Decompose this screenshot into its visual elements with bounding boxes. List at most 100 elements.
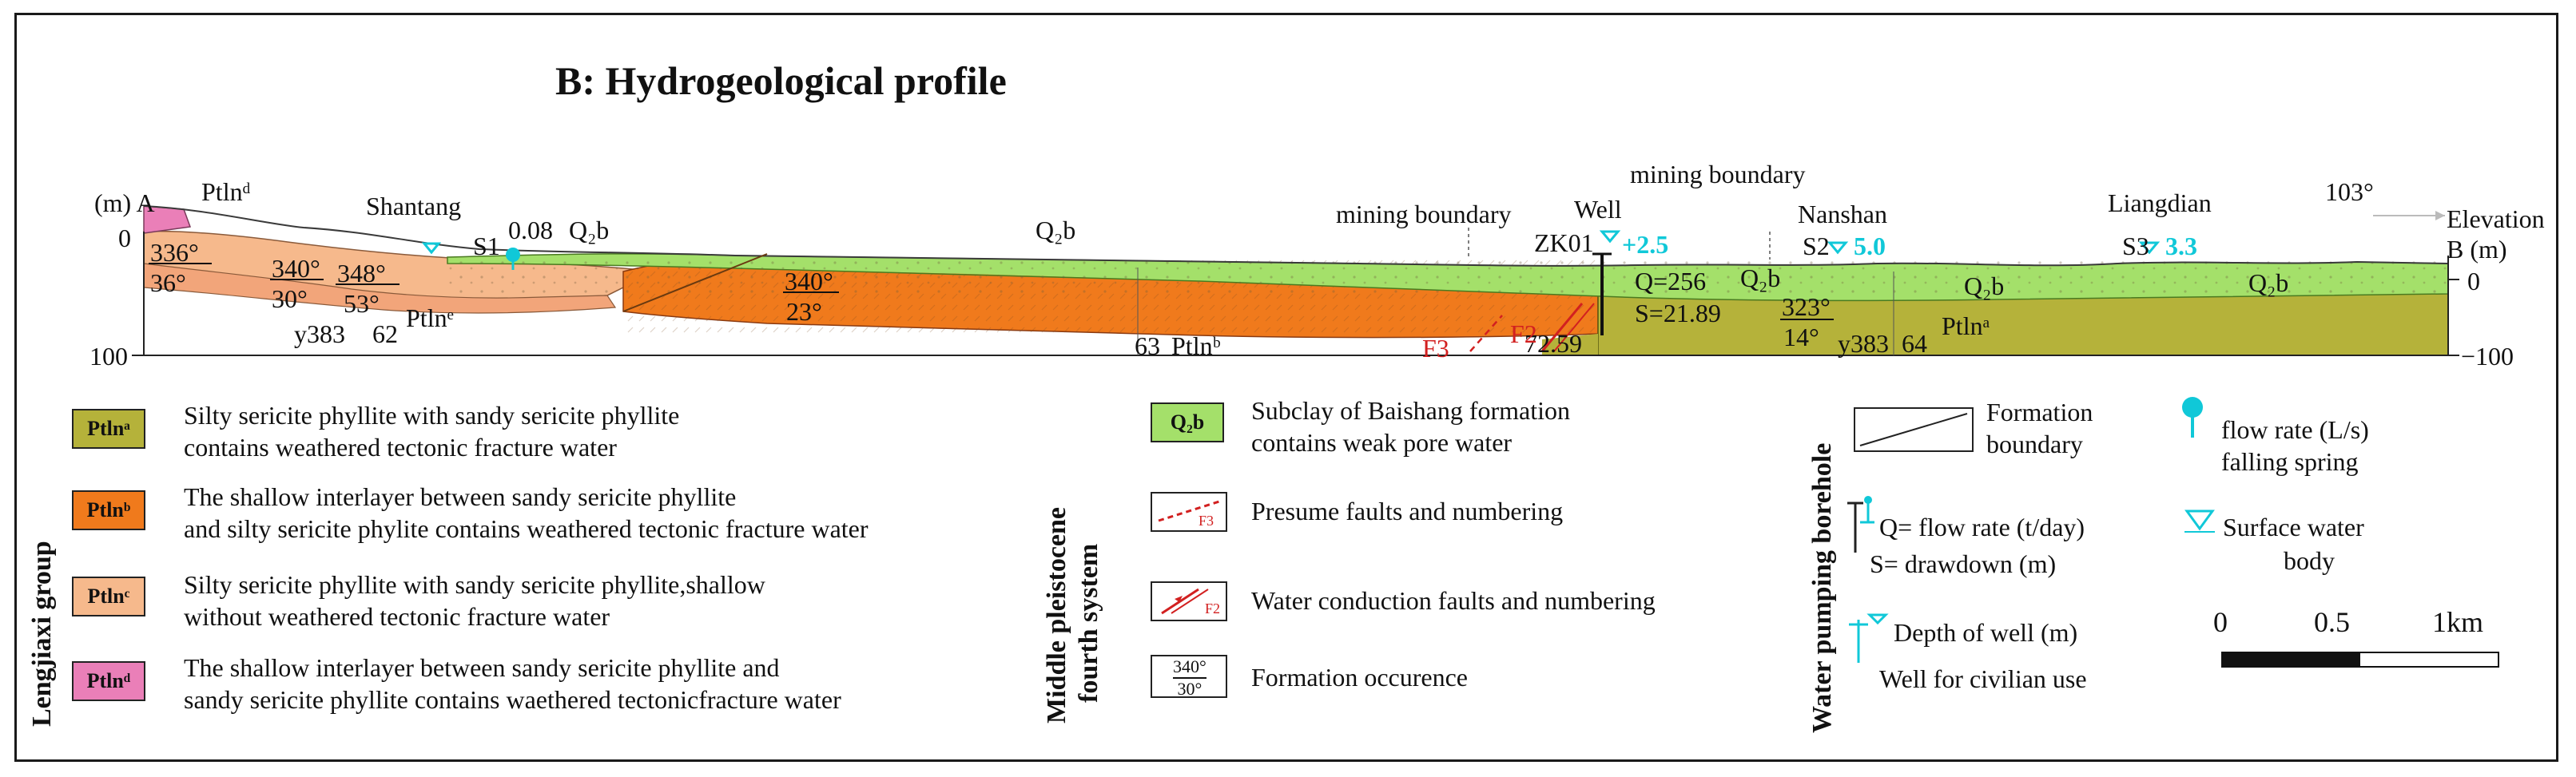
fault-f3-line	[1469, 315, 1503, 352]
unit-label-q2b-5: Q₂b	[2248, 268, 2289, 297]
well-label: Well	[1574, 195, 1622, 224]
legend-group-label: Lengjiaxi group	[27, 541, 57, 727]
water-value-s2: 5.0	[1854, 232, 1886, 260]
unit-label-ptlne: Ptlnᵉ	[406, 303, 454, 332]
legend-depth-well-symbol	[1849, 613, 1889, 663]
legend-ptlnb-text1: The shallow interlayer between sandy ser…	[184, 482, 737, 511]
azimuth-end: 103°	[2325, 177, 2374, 206]
legend-occurrence-text: Formation occurence	[1251, 663, 1468, 692]
dip-2-angle: 30°	[272, 284, 308, 313]
legend-borehole-label: Water pumping borehole	[1807, 442, 1837, 733]
legend-flow-rate-icon	[2182, 397, 2203, 438]
unit-label-q2b-2: Q₂b	[1036, 216, 1076, 244]
scale-bar-filled	[2223, 653, 2360, 666]
unit-label-ptlnd-top: Ptlnᵈ	[201, 177, 251, 206]
water-marker-shantang	[421, 242, 442, 255]
legend-formation-boundary-2: boundary	[1986, 430, 2083, 458]
legend-q2b-text2: contains weak pore water	[1251, 428, 1513, 457]
legend-ptlnd-text2: sandy sericite phyllite contains waether…	[184, 685, 841, 714]
dip-5-direction: 323°	[1782, 292, 1831, 321]
dip-2-direction: 340°	[272, 254, 320, 283]
fault-f2-label: F2	[1510, 319, 1537, 348]
legend-swatch-ptlna: Ptlnᵃ	[72, 409, 145, 449]
legend-flow-rate-1: flow rate (L/s)	[2221, 415, 2369, 444]
dip-3-direction: 348°	[337, 259, 386, 287]
sample-63: 63	[1135, 331, 1160, 360]
spring-s1-marker	[506, 248, 520, 262]
tick-left-100: 100	[89, 342, 128, 371]
unit-label-ptlna: Ptlnᵃ	[1942, 311, 1990, 340]
legend-ptlna-text2: contains weathered tectonic fracture wat…	[184, 433, 617, 462]
water-value-well: +2.5	[1622, 230, 1669, 259]
legend-ptlnc-text1: Silty sericite phyllite with sandy seric…	[184, 570, 765, 599]
spring-s1-value: 0.08	[508, 216, 553, 244]
legend-surface-water-1: Surface water	[2223, 513, 2364, 541]
elevation-label-right: Elevation	[2447, 204, 2545, 233]
legend-swatch-q2b: Q₂b	[1151, 402, 1224, 442]
legend-ptlna-text1: Silty sericite phyllite with sandy seric…	[184, 401, 680, 430]
figure-frame	[14, 13, 2558, 762]
legend-occ-num: 340°	[1173, 656, 1207, 679]
scale-label-1km: 1km	[2432, 606, 2484, 638]
legend-flow-q: Q= flow rate (t/day)	[1879, 513, 2085, 541]
water-marker-well	[1599, 230, 1621, 244]
fault-f2-line	[1540, 303, 1584, 352]
legend-presume-fault-symbol	[1151, 492, 1227, 532]
unit-label-q2b-4: Q₂b	[1964, 272, 2005, 300]
dip-5-angle: 14°	[1783, 323, 1819, 351]
spring-s2-label: S2	[1803, 232, 1830, 260]
scale-label-0: 0	[2213, 606, 2228, 638]
tick-right-0: 0	[2467, 267, 2480, 295]
fault-f3-label: F3	[1422, 334, 1449, 363]
tick-right-100: −100	[2461, 342, 2514, 371]
legend-ptlnd-text1: The shallow interlayer between sandy ser…	[184, 653, 780, 682]
water-marker-s3	[2138, 241, 2161, 255]
scale-label-05: 0.5	[2314, 606, 2350, 638]
figure-title: B: Hydrogeological profile	[555, 58, 1007, 103]
topography-line	[143, 205, 2449, 267]
legend-surface-water-icon	[2184, 509, 2215, 533]
unit-label-ptlnb: Ptlnᵇ	[1171, 331, 1221, 360]
mining-boundary-2-label: mining boundary	[1630, 160, 1806, 188]
legend-occurrence-symbol: 340° 30°	[1151, 655, 1227, 699]
legend-surface-water-2: body	[2284, 546, 2335, 575]
legend-conduction-fault-symbol	[1151, 581, 1227, 621]
legend-occ-den: 30°	[1177, 679, 1203, 699]
water-marker-s2	[1827, 241, 1849, 255]
legend-swatch-ptlnd: Ptlnᵈ	[72, 661, 145, 701]
legend-conduction-faults-text: Water conduction faults and numbering	[1251, 586, 1656, 615]
legend-formation-boundary-1: Formation	[1986, 398, 2093, 426]
well-flow-q: Q=256	[1635, 267, 1707, 295]
place-nanshan: Nanshan	[1798, 200, 1887, 228]
sample-62: 62	[372, 319, 398, 348]
spring-s1-label: S1	[473, 232, 500, 260]
legend-civilian-well: Well for civilian use	[1879, 664, 2087, 693]
legend-ptlnb-text2: and silty sericite phylite contains weat…	[184, 514, 869, 543]
legend-ptlnc-text2: without weathered tectonic fracture wate…	[184, 602, 610, 631]
legend-flow-rate-2: falling spring	[2221, 447, 2359, 476]
place-shantang: Shantang	[366, 192, 462, 220]
unit-label-q2b-3: Q₂b	[1740, 264, 1781, 292]
place-liangdian: Liangdian	[2108, 188, 2212, 217]
scale-bar	[2221, 652, 2499, 668]
well-drawdown-s: S=21.89	[1635, 299, 1721, 327]
legend-flow-s: S= drawdown (m)	[1870, 549, 2057, 578]
elevation-label-left: (m) A	[94, 188, 155, 217]
dip-1-angle: 36°	[150, 268, 186, 297]
legend-swatch-ptlnb: Ptlnᵇ	[72, 490, 145, 530]
well-depth: 72.59	[1525, 329, 1582, 358]
sample-y383-2: y383	[1838, 329, 1889, 358]
legend-system-label-2: fourth system	[1074, 543, 1103, 703]
elevation-label-b: B (m)	[2447, 235, 2507, 264]
legend-conduction-code: F2	[1205, 601, 1221, 616]
sample-64: 64	[1902, 329, 1927, 358]
legend-system-label-1: Middle pleistocene	[1042, 506, 1071, 723]
dip-3-angle: 53°	[344, 289, 380, 318]
dip-1-direction: 336°	[150, 238, 199, 267]
legend-swatch-ptlnc: Ptlnᶜ	[72, 577, 145, 616]
mining-boundary-1-label: mining boundary	[1336, 200, 1512, 228]
water-value-s3: 3.3	[2165, 232, 2197, 260]
legend-well-flow-symbol	[1847, 496, 1874, 553]
legend-formation-boundary-symbol	[1854, 407, 1974, 452]
